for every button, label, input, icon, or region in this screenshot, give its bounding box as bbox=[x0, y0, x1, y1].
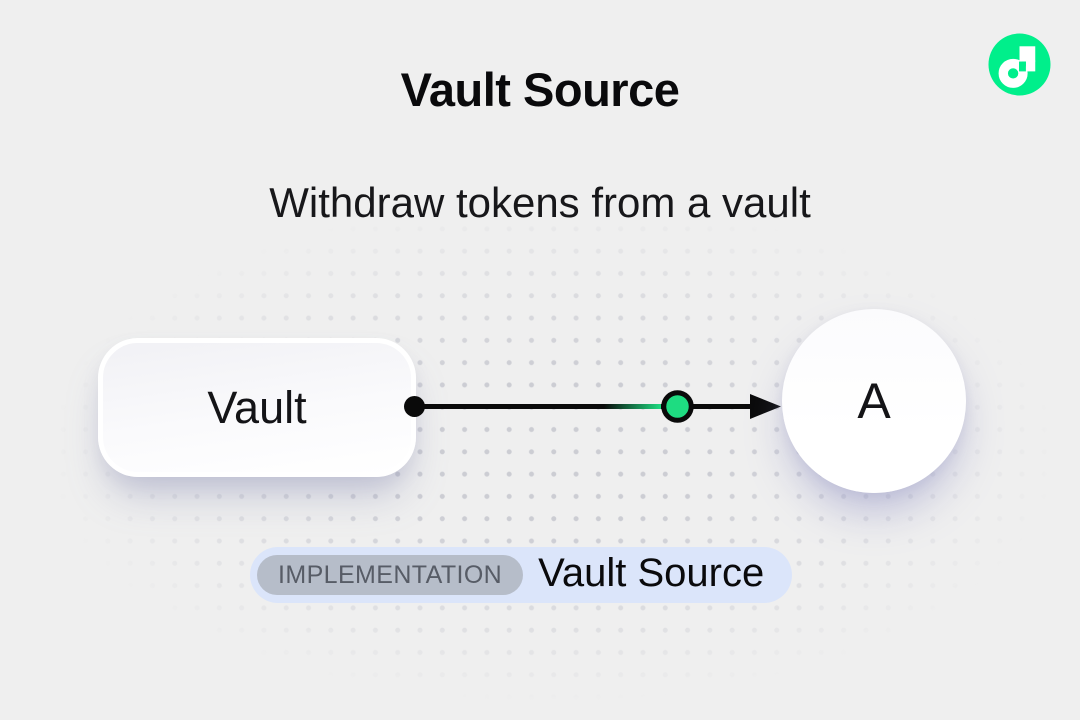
vault-node: Vault bbox=[98, 338, 416, 477]
flow-logo-icon bbox=[988, 33, 1051, 96]
account-node: A bbox=[782, 309, 966, 493]
account-node-label: A bbox=[857, 373, 891, 429]
page-title: Vault Source bbox=[400, 63, 680, 116]
vault-node-label: Vault bbox=[207, 381, 307, 433]
page-subtitle: Withdraw tokens from a vault bbox=[269, 179, 811, 226]
implementation-tag: IMPLEMENTATION bbox=[257, 555, 524, 595]
implementation-label: Vault Source bbox=[538, 551, 765, 595]
implementation-badge: IMPLEMENTATION Vault Source bbox=[250, 547, 793, 603]
flow-logo-svg bbox=[988, 33, 1051, 96]
